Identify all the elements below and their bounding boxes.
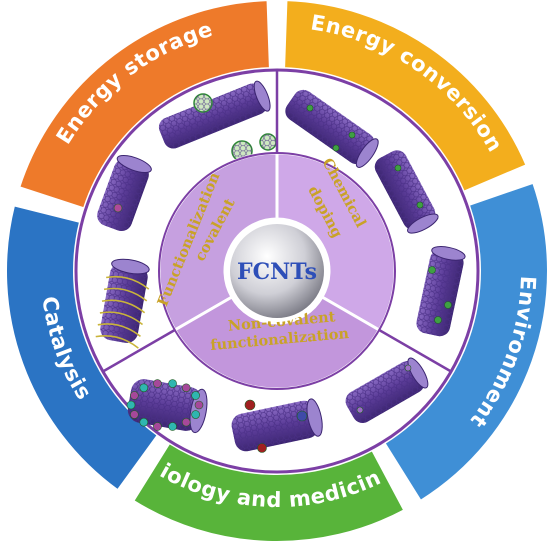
atom-dot <box>130 391 139 400</box>
atom-dot <box>181 383 191 393</box>
atom-dot <box>191 410 200 419</box>
atom-dot <box>126 400 136 410</box>
atom-dot <box>348 131 356 139</box>
center: FCNTs <box>226 220 328 322</box>
divider-line <box>378 328 452 373</box>
divider-line <box>102 328 176 373</box>
atom-dot <box>153 379 162 388</box>
nanotube-icon <box>97 154 152 232</box>
nanotube-icon <box>231 398 323 452</box>
atom-dot <box>296 410 308 422</box>
atom-dot <box>168 379 177 388</box>
atom-dot <box>139 383 149 393</box>
segment-energy-storage <box>18 0 271 210</box>
atom-dot <box>194 400 204 410</box>
illustrations <box>95 80 466 453</box>
atom-dot <box>444 301 452 309</box>
segment-energy-conversion <box>283 0 528 193</box>
atom-dot <box>394 164 402 172</box>
atom-dot <box>168 422 177 431</box>
atom-dot <box>153 422 162 431</box>
atom-dot <box>306 104 314 112</box>
segment-catalysis <box>5 204 160 492</box>
atom-dot <box>356 406 364 414</box>
atom-dot <box>434 316 442 324</box>
atom-dot <box>181 417 191 427</box>
inner-ring: FunctionalizationcovalentChemicaldopingN… <box>102 70 452 391</box>
nanotube-icon <box>345 357 429 423</box>
nanotube-icon <box>158 80 271 149</box>
atom-dot <box>416 201 424 209</box>
polymer-wrap-icon <box>95 258 150 349</box>
nanotube-icon <box>374 150 439 234</box>
nanotube-icon <box>127 379 208 434</box>
fullerene-icon <box>259 133 277 151</box>
center-label: FCNTs <box>237 259 317 285</box>
fullerene-icon <box>193 93 213 113</box>
nanotube-icon <box>416 246 466 337</box>
atom-dot <box>130 410 139 419</box>
atom-dot <box>257 443 267 453</box>
atom-dot <box>428 266 436 274</box>
atom-dot <box>244 399 256 411</box>
atom-dot <box>113 203 123 213</box>
segment-environment <box>383 181 549 503</box>
segment-biology <box>132 441 406 542</box>
atom-dot <box>332 144 340 152</box>
center-sphere <box>226 220 328 322</box>
atom-dot <box>404 364 412 372</box>
atom-dot <box>139 417 149 427</box>
atom-dot <box>191 391 200 400</box>
